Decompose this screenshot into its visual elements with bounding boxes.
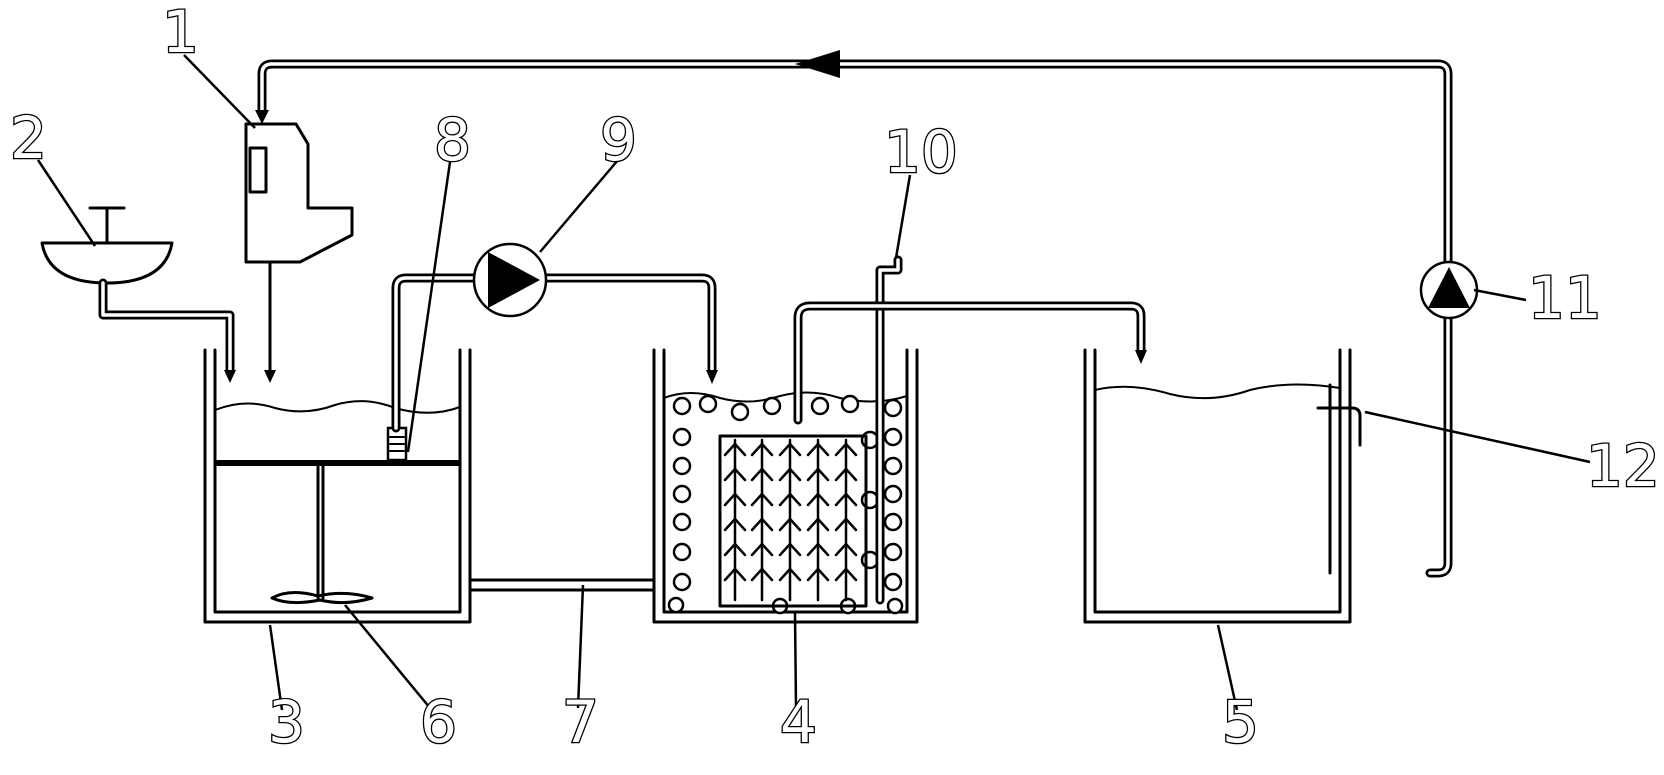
pump-11: [1419, 260, 1479, 320]
label-4: 4: [780, 688, 817, 756]
outlet-pipe-4-5: [793, 301, 1147, 425]
tank-3: [203, 348, 472, 624]
return-pipe: [255, 50, 1453, 578]
label-11: 11: [1528, 264, 1602, 332]
pump-9: [472, 242, 548, 318]
connecting-pipe-7: [468, 578, 656, 592]
flow-direction-arrow: [795, 50, 840, 78]
label-8: 8: [434, 106, 471, 174]
membrane-module: [718, 434, 868, 608]
transfer-pipe-9: [391, 273, 718, 433]
label-5: 5: [1222, 688, 1259, 756]
funnel-feed-pipe: [98, 278, 236, 383]
label-10: 10: [884, 118, 958, 186]
label-7: 7: [562, 688, 599, 756]
label-1: 1: [162, 0, 199, 66]
tank-5: [1083, 348, 1362, 624]
label-12: 12: [1586, 432, 1660, 500]
label-6: 6: [420, 688, 457, 756]
leader-lines: [36, 54, 1591, 711]
aeration-pipe: [875, 255, 903, 605]
label-3: 3: [268, 688, 305, 756]
level-sensor: [386, 426, 408, 462]
label-2: 2: [10, 104, 47, 172]
label-9: 9: [600, 106, 637, 174]
tank-4: [652, 255, 919, 624]
overflow-weir: [1316, 383, 1362, 575]
stirrer: [270, 464, 374, 605]
dosing-funnel: [40, 206, 174, 285]
feeder-unit: [244, 122, 354, 383]
